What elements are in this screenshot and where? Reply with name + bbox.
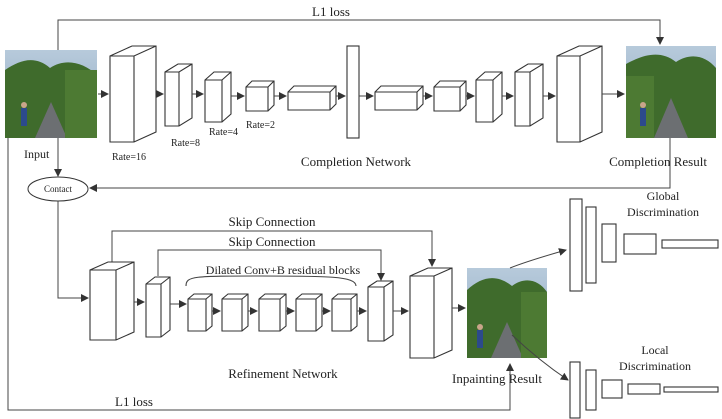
refine-conv-2 [145, 276, 171, 338]
refinement-network [89, 261, 466, 359]
refine-deconv-2 [409, 267, 453, 359]
global-disc-layer-1 [569, 198, 583, 292]
completion-network [98, 45, 625, 143]
skip-connection-2-label: Skip Connection [228, 234, 316, 249]
deconv-2 [433, 80, 467, 112]
deconv-4 [514, 63, 544, 127]
rate8-label: Rate=8 [171, 138, 200, 149]
residual-block-5 [331, 293, 358, 332]
completion-result-photo [626, 46, 716, 138]
local-disc-layer-3 [601, 379, 623, 399]
completion-network-label: Completion Network [301, 154, 412, 169]
skip-connection-1-label: Skip Connection [228, 214, 316, 229]
rate16-label: Rate=16 [112, 152, 146, 163]
conv-rate8 [164, 63, 193, 127]
inpainting-result-label: Inpainting Result [452, 371, 542, 386]
global-disc-layer-2 [585, 206, 597, 284]
local-discrimination-label: Discrimination [619, 359, 691, 373]
deconv-1 [374, 85, 424, 111]
refine-deconv-1 [367, 280, 394, 342]
global-disc-layer-3 [601, 223, 617, 263]
l1-loss-top-line [57, 19, 664, 50]
latent-layer [346, 45, 360, 139]
residual-block-1 [187, 293, 213, 332]
local-disc-layer-5 [663, 386, 719, 393]
rate4-label: Rate=4 [209, 127, 238, 138]
rate2-label: Rate=2 [246, 120, 275, 131]
residual-block-4 [295, 293, 323, 332]
inpainting-result-photo [467, 268, 547, 358]
l1-loss-bottom-line [7, 138, 514, 411]
global-discriminator [569, 198, 719, 292]
deconv-3 [475, 71, 503, 123]
local-disc-layer-1 [569, 361, 581, 419]
input-label: Input [24, 147, 50, 161]
local-disc-layer-2 [585, 369, 597, 411]
global-disc-layer-5 [661, 239, 719, 249]
conv-bottleneck [287, 85, 337, 111]
residual-block-2 [221, 293, 249, 332]
l1-loss-top-label: L1 loss [312, 4, 350, 19]
conv-rate16 [109, 45, 157, 143]
refinement-network-label: Refinement Network [228, 366, 338, 381]
global-discrimination-label: Discrimination [627, 205, 699, 219]
local-discriminator [569, 361, 719, 419]
contact-label: Contact [44, 184, 72, 194]
l1-loss-bottom-label: L1 loss [115, 394, 153, 409]
local-disc-layer-4 [627, 383, 661, 395]
input-photo [5, 50, 97, 138]
dilated-blocks-label: Dilated Conv+B residual blocks [206, 263, 361, 277]
deconv-5 [556, 45, 603, 143]
refine-conv-1 [89, 261, 135, 341]
dilated-blocks-bracket [185, 275, 357, 287]
global-label: Global [647, 189, 680, 203]
completion-result-label: Completion Result [609, 154, 707, 169]
conv-rate2 [245, 80, 275, 112]
global-disc-layer-4 [623, 233, 657, 255]
residual-block-3 [258, 293, 287, 332]
local-label: Local [641, 343, 669, 357]
conv-rate4 [204, 71, 232, 123]
